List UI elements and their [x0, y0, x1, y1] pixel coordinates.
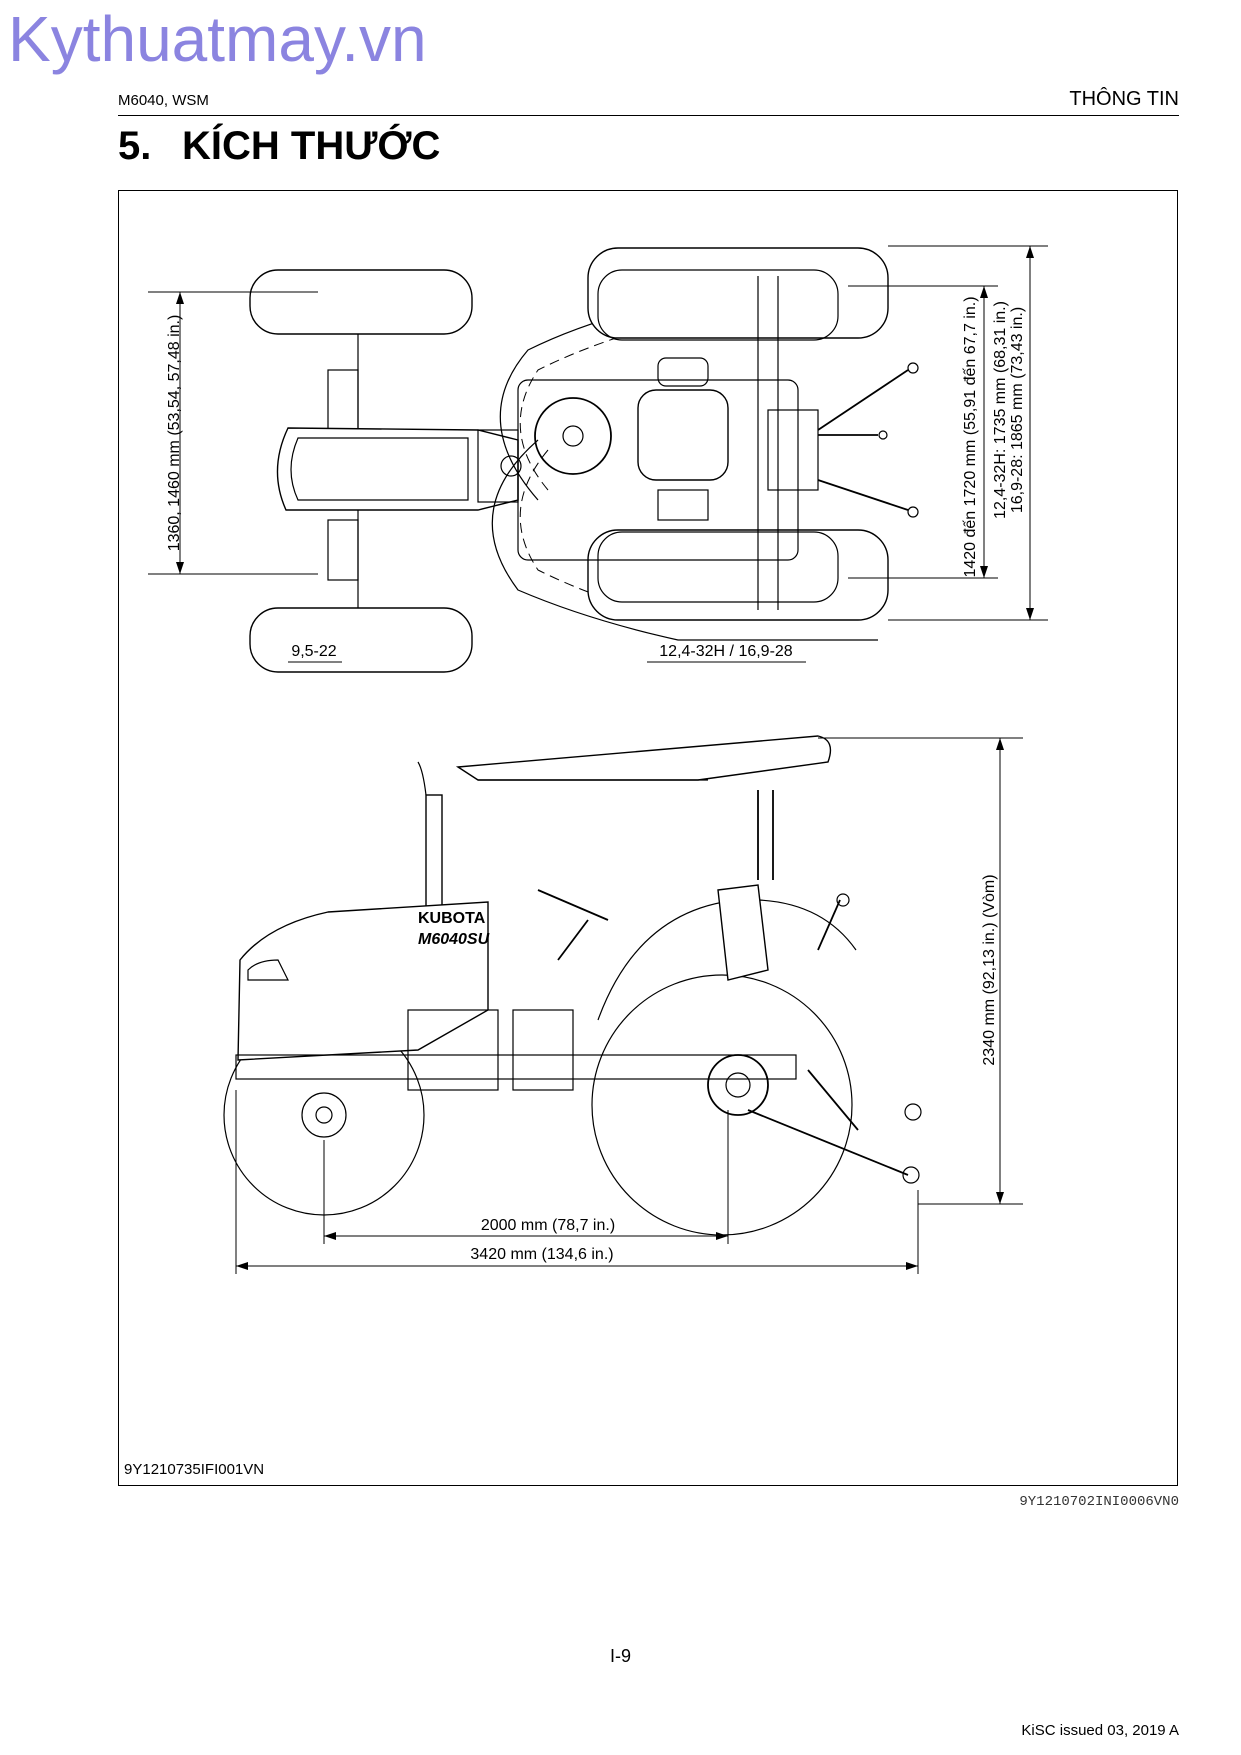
rear-tire-bottom	[587, 529, 889, 621]
front-tire-label: 9,5-22	[291, 643, 336, 660]
page-title: 5. KÍCH THƯỚC	[118, 124, 440, 169]
length-dim-label: 3420 mm (134,6 in.)	[470, 1246, 613, 1263]
rear-width-dim-label: 1420 đến 1720 mm (55,91 đến 67,7 in.)	[962, 296, 979, 577]
canopy	[455, 735, 832, 781]
section-number: 5.	[118, 124, 152, 168]
tractor-dimension-drawing: 1360, 1460 mm (53,54, 57,48 in.) 1420 đế…	[148, 245, 1048, 1274]
rear-width-dim-alt1-label: 12,4-32H: 1735 mm (68,31 in.)	[992, 301, 1009, 519]
watermark: Kythuatmay.vn	[8, 3, 427, 75]
model-label: M6040SU	[418, 931, 490, 948]
figure-id: 9Y1210735IFI001VN	[124, 1461, 265, 1478]
top-view: 1360, 1460 mm (53,54, 57,48 in.) 1420 đế…	[148, 245, 1048, 673]
seat-side	[717, 884, 769, 981]
steering-wheel-top	[534, 397, 612, 475]
document-code: 9Y1210702INI0006VN0	[1019, 1494, 1179, 1510]
hood-top	[276, 427, 519, 511]
rear-width-dim-alt2-label: 16,9-28: 1865 mm (73,43 in.)	[1009, 307, 1026, 513]
figure-frame	[118, 190, 1178, 1486]
side-view: KUBOTA M6040SU 2340 mm (92,13 in.) (Vòm)	[223, 735, 1023, 1274]
hood-side	[237, 901, 489, 1061]
rear-tire-label: 12,4-32H / 16,9-28	[659, 643, 793, 660]
front-width-dim-label: 1360, 1460 mm (53,54, 57,48 in.)	[166, 315, 183, 552]
issue-note: KiSC issued 03, 2019 A	[1021, 1722, 1179, 1739]
rear-tire-top	[587, 247, 889, 339]
brand-label: KUBOTA	[418, 910, 486, 927]
front-tire-top	[249, 269, 473, 335]
rear-wheel	[591, 974, 853, 1236]
header-rule	[118, 115, 1179, 116]
header-doc-name: M6040, WSM	[118, 92, 209, 109]
height-dim-label: 2340 mm (92,13 in.) (Vòm)	[981, 874, 998, 1065]
seat-top	[637, 389, 729, 481]
page-number: I-9	[609, 1646, 631, 1666]
front-tire-bottom	[249, 607, 473, 673]
header-section-name: THÔNG TIN	[1069, 88, 1179, 110]
section-title: KÍCH THƯỚC	[182, 124, 441, 168]
wheelbase-dim-label: 2000 mm (78,7 in.)	[481, 1217, 615, 1234]
